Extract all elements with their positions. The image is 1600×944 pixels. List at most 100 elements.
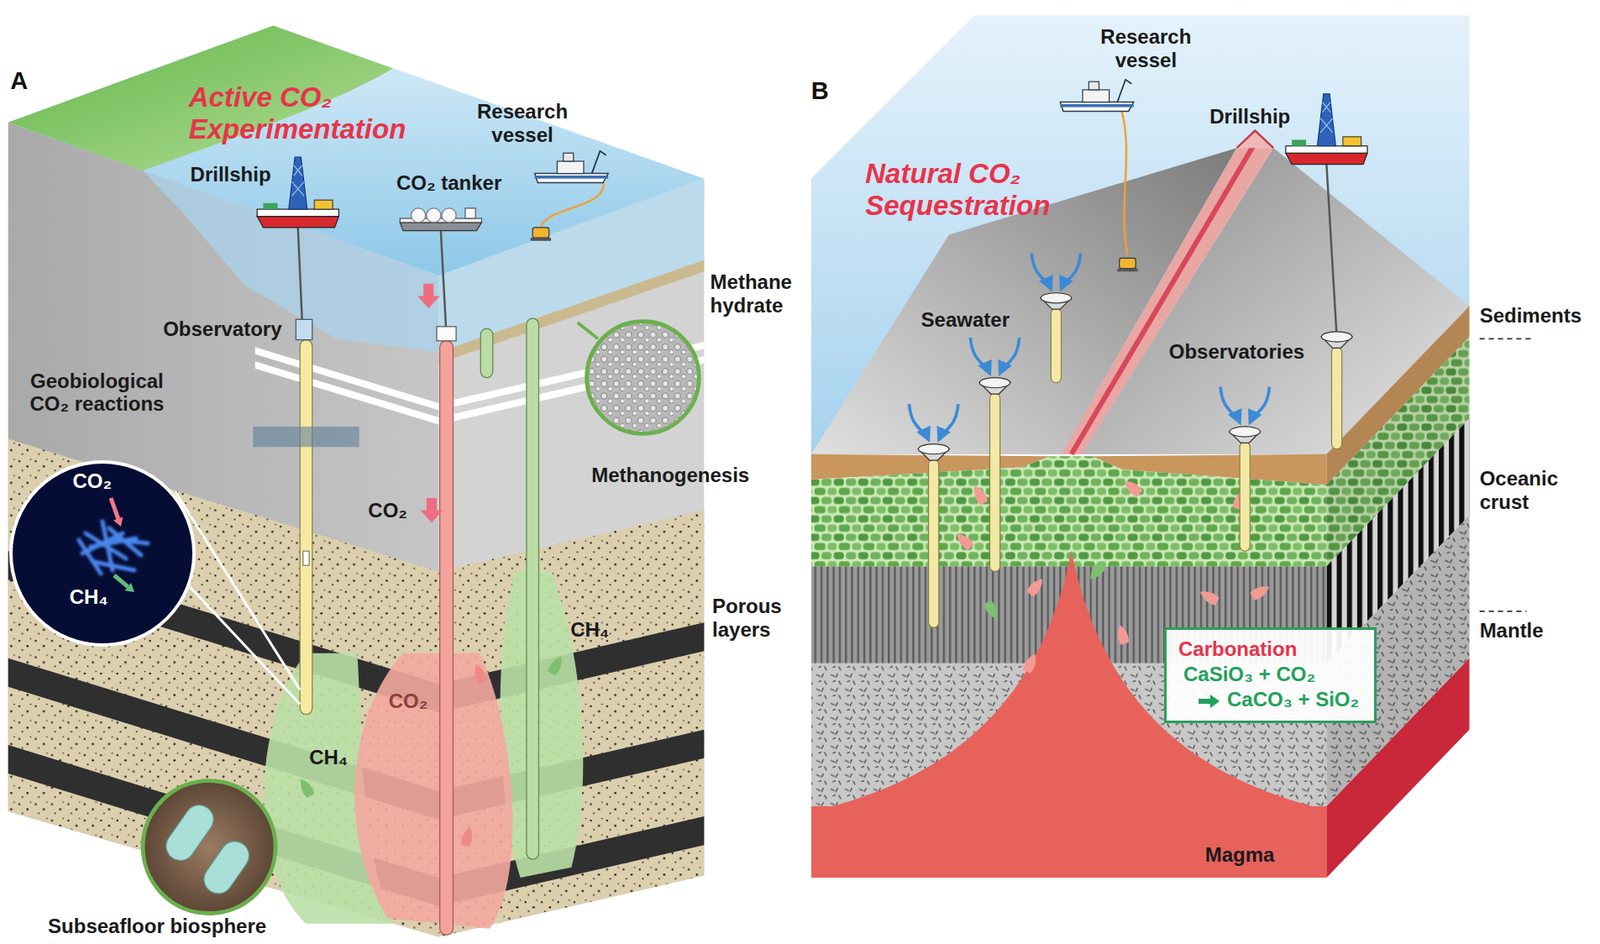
rov-icon bbox=[530, 227, 551, 242]
sea bbox=[811, 15, 1470, 455]
drill-string bbox=[298, 227, 303, 320]
panel-title: Natural CO₂ Sequestration bbox=[865, 157, 1101, 222]
co2-injection-well bbox=[440, 340, 454, 935]
reaction-arrow bbox=[1198, 693, 1221, 709]
ship-label: CO₂ tanker bbox=[396, 171, 502, 195]
methane-plume bbox=[500, 571, 584, 878]
tanker-icon bbox=[399, 208, 482, 231]
microbe bbox=[117, 540, 148, 544]
fluid-arrow bbox=[1249, 582, 1272, 601]
fluid-arrow bbox=[296, 776, 315, 799]
seawater-arrow bbox=[1249, 387, 1270, 424]
observatory-casing bbox=[252, 426, 359, 447]
species-label: CH₄ bbox=[69, 585, 109, 609]
fluid-arrow bbox=[1197, 587, 1220, 607]
ship-label: Drillship bbox=[190, 162, 272, 187]
fluid-arrow bbox=[1114, 624, 1130, 646]
observatory-funnel bbox=[918, 444, 949, 461]
ridge-crest bbox=[1236, 131, 1274, 149]
layer-label: Sediments bbox=[1479, 304, 1582, 328]
fluid-arrow bbox=[953, 529, 975, 551]
ship-label: Drillship bbox=[1209, 104, 1291, 129]
co2-arrow bbox=[420, 498, 444, 523]
ridge-crest bbox=[1071, 142, 1256, 455]
fluid-arrow bbox=[1121, 477, 1143, 498]
inset-leader bbox=[175, 492, 300, 705]
sea-surface bbox=[8, 25, 705, 276]
inset-circle-shape bbox=[10, 461, 195, 646]
methane-hydrate-inset bbox=[587, 321, 700, 435]
observatory-borehole bbox=[1239, 441, 1250, 551]
gas-label: CO₂ bbox=[367, 498, 408, 523]
panel-title: Active CO₂ Experimentation bbox=[188, 81, 458, 146]
seawater-arrow bbox=[908, 403, 929, 441]
reaction-arrow bbox=[1198, 694, 1220, 709]
biosphere-inset bbox=[198, 835, 255, 899]
observatory-borehole bbox=[1331, 346, 1342, 450]
reaction-arrow bbox=[114, 575, 128, 588]
biosphere-inset bbox=[142, 781, 276, 914]
reaction-line: CaCO₃ + SiO₂ bbox=[1178, 687, 1359, 713]
drill-string bbox=[1326, 164, 1337, 337]
fluid-arrow bbox=[460, 825, 476, 847]
magma bbox=[811, 806, 1328, 878]
seawater-arrow bbox=[1220, 387, 1240, 424]
biosphere-inset bbox=[160, 799, 220, 866]
observatory-borehole bbox=[299, 340, 313, 715]
inset-circle: CO₂ CH₄ bbox=[8, 459, 197, 648]
monitoring-well bbox=[526, 318, 540, 860]
layer-label: Methane hydrate bbox=[710, 270, 820, 317]
observatory-borehole bbox=[1050, 308, 1061, 383]
layer-label: Magma bbox=[1205, 843, 1275, 867]
reaction-formula: CaSiO₃ + CO₂ bbox=[1178, 661, 1359, 688]
fluid-arrow bbox=[982, 599, 1002, 622]
layer-label: Mantle bbox=[1479, 619, 1544, 643]
observatory-borehole bbox=[928, 459, 940, 628]
hydrate-layer bbox=[255, 361, 440, 425]
gas-label: CO₂ bbox=[388, 689, 429, 714]
fluid-arrow bbox=[546, 654, 566, 677]
gas-label: CH₄ bbox=[570, 618, 609, 642]
inset-title: Geobiological CO₂ reactions bbox=[15, 369, 178, 416]
seawater-arrow bbox=[1000, 337, 1020, 374]
wellhead bbox=[436, 326, 457, 341]
hydrate-layer bbox=[255, 346, 440, 410]
rov-icon bbox=[1117, 257, 1138, 272]
instrument-label: Observatories bbox=[1169, 340, 1305, 364]
observatory-borehole bbox=[989, 393, 1000, 572]
co2-arrow bbox=[417, 283, 441, 309]
biosphere-inset bbox=[142, 781, 276, 914]
species-label: CO₂ bbox=[72, 469, 112, 494]
reaction-arrow bbox=[113, 516, 123, 526]
reaction-formula: CaCO₃ + SiO₂ bbox=[1227, 687, 1359, 711]
co2-plume bbox=[354, 653, 513, 929]
fluid-arrow bbox=[471, 662, 488, 685]
inset-title: Subseafloor biosphere bbox=[47, 914, 267, 939]
research-vessel-icon bbox=[1059, 79, 1134, 112]
observatory-borehole bbox=[928, 308, 1343, 628]
microbe-cluster bbox=[78, 521, 148, 574]
observatory-funnel bbox=[1321, 331, 1352, 348]
fluid-arrow bbox=[1086, 561, 1107, 583]
panel-letter: A bbox=[10, 67, 28, 95]
rift-valley bbox=[1061, 147, 1275, 455]
gas-label: CH₄ bbox=[309, 745, 348, 770]
ship-label: Research vessel bbox=[463, 99, 582, 147]
ship-label: Research vessel bbox=[1086, 25, 1205, 72]
observatory-funnel bbox=[1040, 293, 1071, 310]
fluid-arrow bbox=[1025, 576, 1046, 598]
panel-b-block bbox=[811, 15, 1532, 878]
seawater-arrow bbox=[939, 403, 959, 441]
rov-tether bbox=[1120, 105, 1128, 255]
monitoring-well bbox=[480, 328, 494, 378]
inset-title: Methanogenesis bbox=[591, 463, 750, 488]
box-heading: Carbonation bbox=[1178, 636, 1359, 662]
seawater-arrow bbox=[1061, 252, 1081, 289]
observatory-funnel bbox=[1229, 426, 1260, 443]
drillship-icon bbox=[1285, 94, 1368, 165]
panel-letter: B bbox=[811, 77, 829, 105]
fluid-arrow bbox=[970, 483, 989, 506]
borehole-marker bbox=[303, 550, 310, 566]
research-vessel-icon bbox=[535, 151, 609, 184]
